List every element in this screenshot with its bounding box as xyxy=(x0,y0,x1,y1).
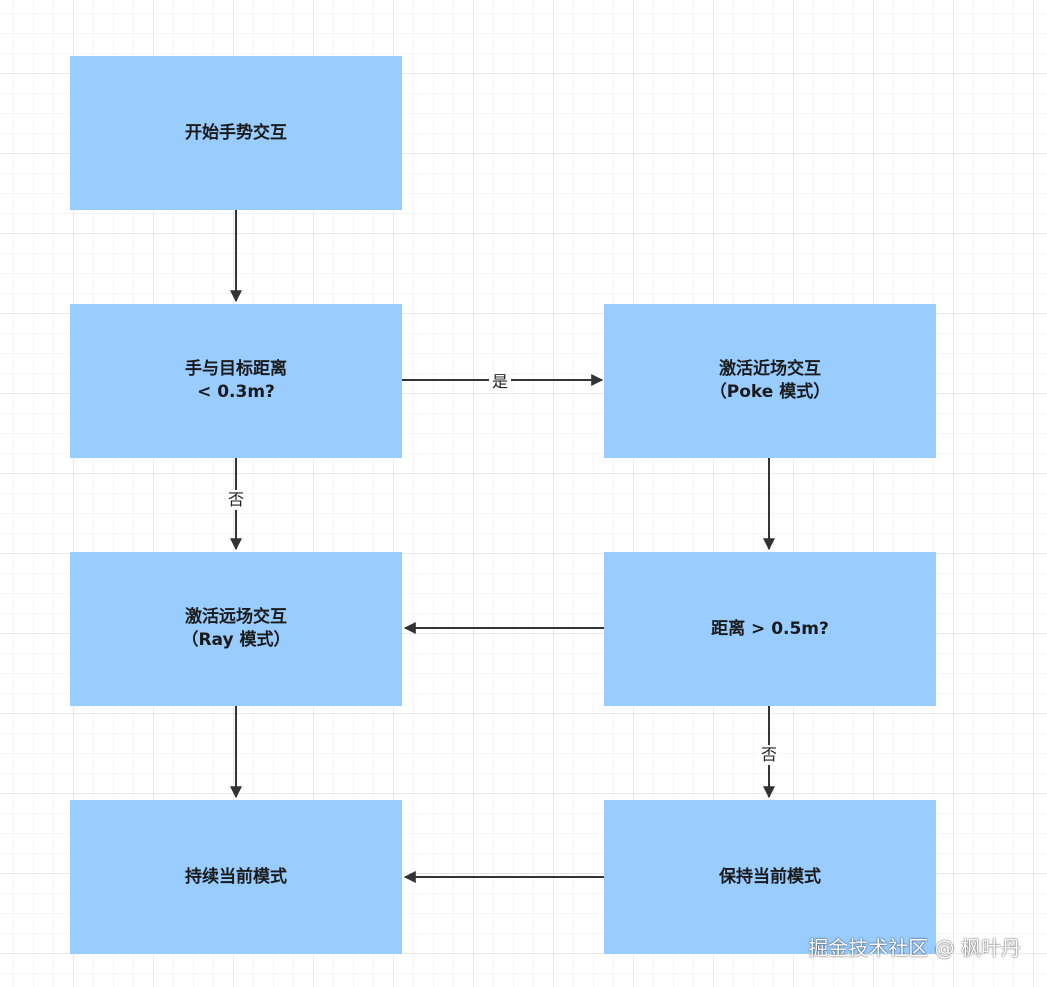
node-ray-mode: 激活远场交互 （Ray 模式） xyxy=(70,552,402,706)
edge-label-no-right: 否 xyxy=(757,745,781,765)
node-keep-mode: 保持当前模式 xyxy=(604,800,936,954)
node-start: 开始手势交互 xyxy=(70,56,402,210)
node-check-far-label: 距离 > 0.5m? xyxy=(711,618,829,639)
node-check-near: 手与目标距离 < 0.3m? xyxy=(70,304,402,458)
edge-label-no-left: 否 xyxy=(224,490,248,510)
node-keep-mode-label: 保持当前模式 xyxy=(719,866,821,887)
node-start-label: 开始手势交互 xyxy=(185,122,287,143)
node-continue-mode-label: 持续当前模式 xyxy=(185,866,287,887)
node-check-far: 距离 > 0.5m? xyxy=(604,552,936,706)
node-continue-mode: 持续当前模式 xyxy=(70,800,402,954)
node-check-near-label-line2: < 0.3m? xyxy=(197,382,275,402)
node-poke-mode: 激活近场交互 （Poke 模式） xyxy=(604,304,936,458)
node-poke-mode-label-line1: 激活近场交互 xyxy=(719,359,821,379)
node-check-near-label-line1: 手与目标距离 xyxy=(185,359,287,379)
node-ray-mode-label-line2: （Ray 模式） xyxy=(181,630,291,650)
node-poke-mode-label-line2: （Poke 模式） xyxy=(709,382,831,402)
node-ray-mode-label-line1: 激活远场交互 xyxy=(185,607,287,627)
watermark: 掘金技术社区 @ 枫叶丹 xyxy=(808,936,1021,960)
edge-label-yes: 是 xyxy=(488,372,512,392)
